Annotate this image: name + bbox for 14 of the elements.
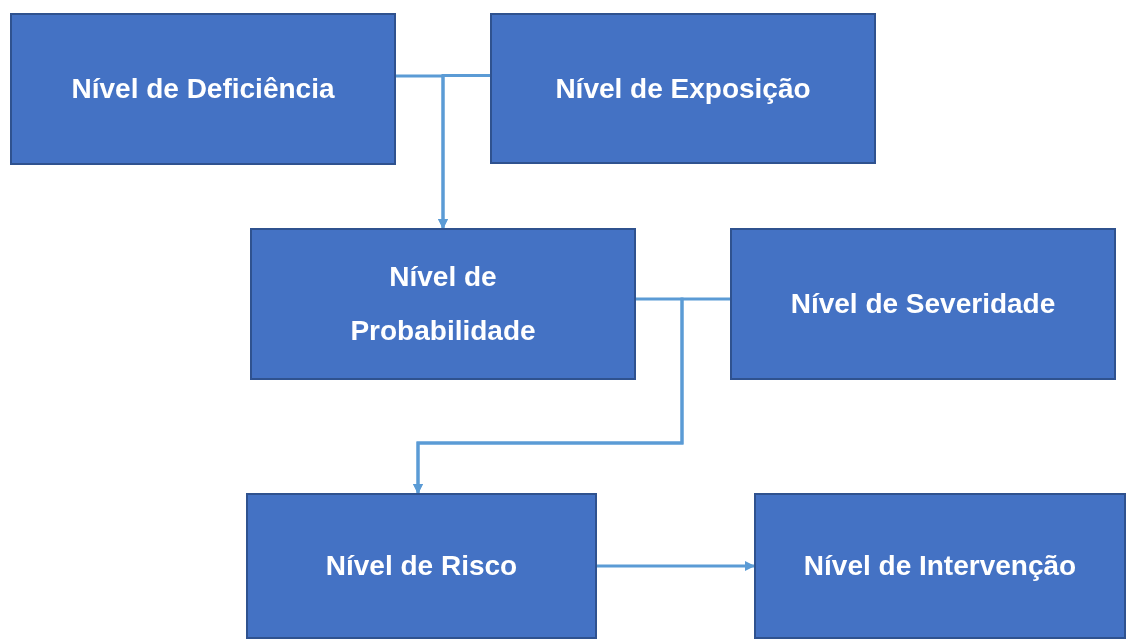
arrow — [438, 74, 490, 229]
process-box — [10, 13, 396, 165]
box-label: Nível de Intervenção — [802, 549, 1078, 583]
process-box — [730, 228, 1116, 380]
box-label: Nível de Deficiência — [70, 72, 336, 106]
process-box — [250, 228, 636, 380]
box-label: Nível de Risco — [324, 549, 519, 583]
box-label: Nível de Exposição — [554, 71, 812, 106]
arrow — [597, 561, 755, 571]
process-box — [246, 493, 597, 639]
process-box — [754, 493, 1126, 639]
process-box — [490, 13, 876, 164]
box-label: Nível de Severidade — [789, 287, 1057, 321]
box-label: Nível de Probabilidade — [349, 260, 537, 348]
